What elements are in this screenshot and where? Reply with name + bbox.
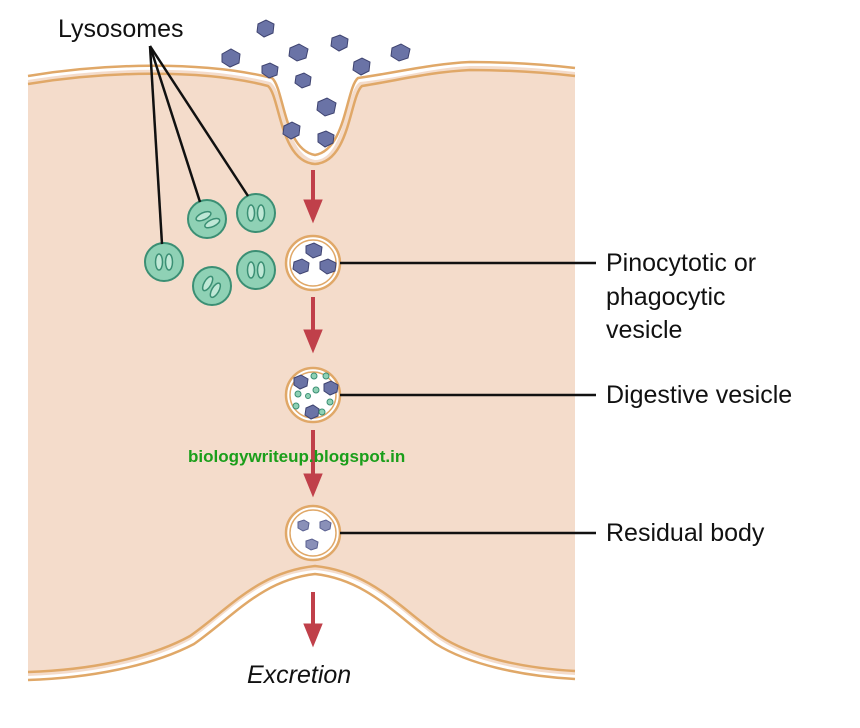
vesicle-label-line2: phagocytic	[606, 283, 726, 311]
plasma-membrane-top	[27, 60, 576, 166]
arrow-4	[303, 592, 323, 648]
external-particles	[221, 19, 411, 89]
residual-body-label: Residual body	[606, 519, 765, 547]
arrow-2	[303, 297, 323, 354]
label-leader-lines	[340, 261, 596, 535]
lysosome	[187, 199, 227, 239]
arrow-3	[303, 430, 323, 498]
pit-particles	[282, 97, 337, 148]
digestive-vesicle-label: Digestive vesicle	[606, 381, 793, 409]
digestive-vesicle	[284, 366, 342, 424]
residual-body	[284, 504, 342, 562]
lysosome-leader-lines	[148, 45, 250, 245]
lysosome-group	[144, 193, 276, 306]
lysosome	[144, 242, 184, 282]
lysosome	[236, 193, 276, 233]
lysosomes-label: Lysosomes	[58, 15, 184, 43]
pinocytotic-vesicle	[284, 234, 342, 292]
arrow-1	[303, 170, 323, 224]
pathway-arrows	[303, 170, 323, 648]
excretion-label: Excretion	[247, 661, 352, 689]
plasma-membrane-bottom	[27, 564, 576, 682]
vesicle-label-line3: vesicle	[606, 316, 683, 344]
lysosome	[192, 266, 232, 306]
watermark-text: biologywriteup.blogspot.in	[188, 447, 406, 466]
vesicle-label-line1: Pinocytotic or	[606, 249, 757, 277]
lysosome	[236, 250, 276, 290]
